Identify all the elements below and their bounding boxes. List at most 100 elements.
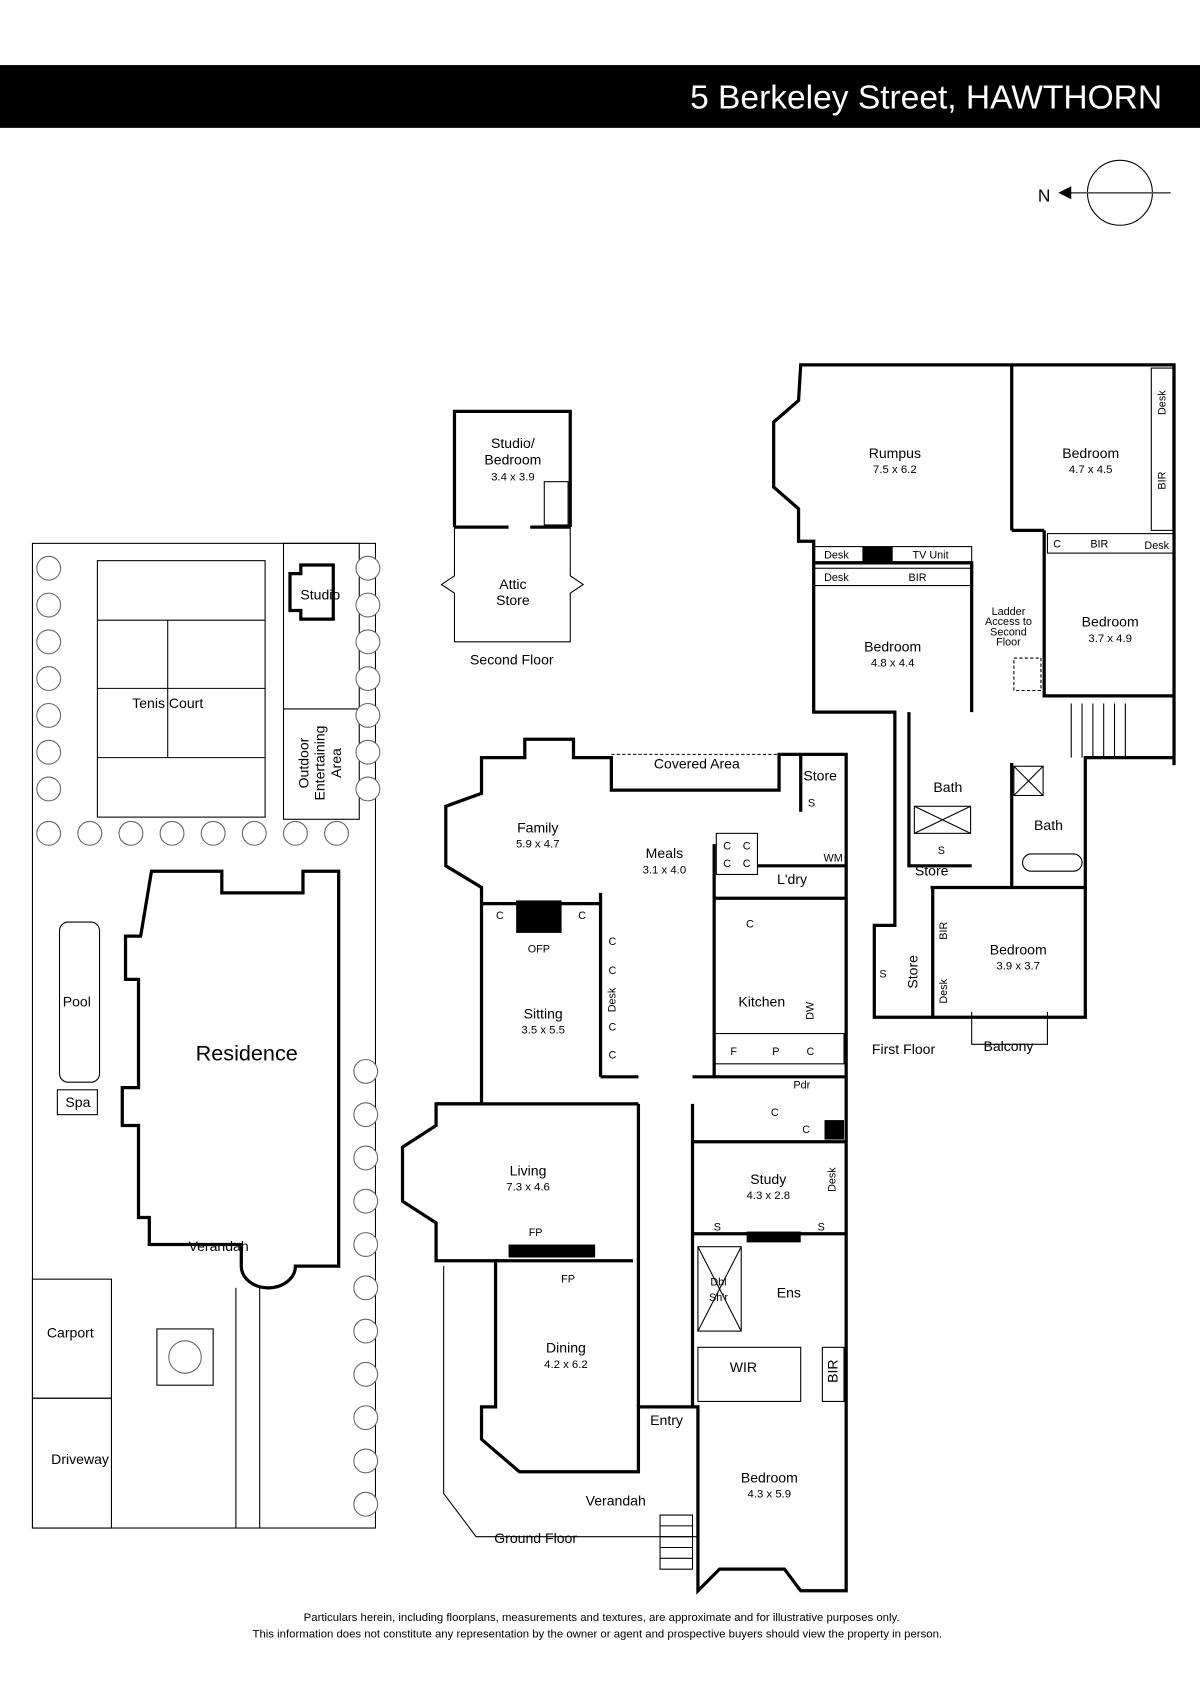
dims-bedroom-2: 4.8 x 4.4 [871, 658, 915, 670]
label-store-2: Store [905, 955, 921, 989]
label-double-shower-1: Dbl [710, 1277, 726, 1289]
tree-icon [324, 820, 349, 846]
label-driveway: Driveway [51, 1451, 109, 1467]
fixture-cupboard: C [609, 1049, 617, 1061]
tree-icon [353, 1361, 379, 1387]
label-store: Store [803, 767, 837, 783]
label-studio-bedroom-2: Bedroom [484, 451, 541, 467]
fixture-desk: Desk [824, 550, 849, 562]
label-bir: BIR [825, 1359, 841, 1382]
dims-meals: 3.1 x 4.0 [643, 864, 687, 876]
tree-icon [36, 666, 62, 692]
label-ensuite: Ens [777, 1285, 801, 1301]
tree-icon [353, 1102, 379, 1128]
tree-icon [355, 739, 381, 765]
label-studio-bedroom-1: Studio/ [491, 435, 535, 451]
tree-icon [355, 776, 381, 802]
label-tennis-court: Tenis Court [132, 695, 203, 711]
dims-rumpus: 7.5 x 6.2 [873, 464, 917, 476]
fixture-desk: Desk [1144, 540, 1169, 552]
label-area: Area [328, 748, 344, 778]
second-floor-plan: Studio/ Bedroom 3.4 x 3.9 Attic Store Se… [440, 409, 585, 668]
label-ladder-3: Second [990, 626, 1027, 638]
label-rumpus: Rumpus [869, 445, 921, 461]
label-kitchen: Kitchen [738, 993, 785, 1009]
tree-icon [36, 629, 62, 655]
label-attic-store: Store [496, 592, 530, 608]
label-attic: Attic [499, 576, 526, 592]
tree-icon [36, 702, 62, 728]
label-bath-2: Bath [1034, 817, 1063, 833]
fixture-open-fireplace: OFP [528, 943, 550, 955]
fixture-tv-unit: TV Unit [913, 550, 949, 562]
fixture-desk: Desk [1156, 390, 1168, 415]
tree-icon [355, 629, 381, 655]
tree-icon [200, 820, 226, 846]
fixture-cupboard: C [746, 918, 754, 930]
trees [36, 555, 381, 1517]
label-ladder-1: Ladder [992, 606, 1026, 618]
tree-icon [36, 592, 62, 618]
compass-north-label: N [1038, 185, 1051, 205]
dims-bedroom: 4.3 x 5.9 [748, 1489, 792, 1501]
tree-icon [159, 820, 185, 846]
tree-icon [353, 1188, 379, 1214]
fixture-cupboard: C [578, 910, 586, 922]
label-balcony: Balcony [983, 1038, 1033, 1054]
fixture-shelf: S [714, 1221, 721, 1233]
label-bedroom-3: Bedroom [1082, 614, 1139, 630]
fixture-desk: Desk [938, 978, 950, 1003]
ground-floor-plan: Covered Area Store S Family 5.9 x 4.7 Me… [400, 737, 848, 1595]
label-powder-room: Pdr [793, 1080, 810, 1092]
disclaimer-line-1: Particulars herein, including floorplans… [304, 1612, 900, 1624]
fixture-washing-machine: WM [824, 852, 843, 864]
residence-outline [120, 869, 341, 1290]
label-carport: Carport [47, 1325, 94, 1341]
label-residence: Residence [196, 1041, 298, 1066]
dims-sitting: 3.5 x 5.5 [521, 1025, 565, 1037]
label-ground-floor: Ground Floor [494, 1530, 577, 1546]
fixture-fireplace: FP [561, 1273, 575, 1285]
label-family: Family [517, 819, 558, 835]
tree-icon [353, 1318, 379, 1344]
north-compass-icon: N [1038, 159, 1171, 226]
tree-icon [118, 820, 144, 846]
fixture-shelf: S [879, 968, 886, 980]
label-spa: Spa [65, 1094, 90, 1110]
site-plan: Studio Tenis Court Outdoor Entertaining … [31, 542, 381, 1529]
fixture-cupboard: C [609, 1021, 617, 1033]
fixture-fireplace: FP [529, 1227, 543, 1239]
fixture-cupboard: C [609, 936, 617, 948]
tree-icon [353, 1232, 379, 1257]
tree-icon [36, 776, 62, 802]
tree-icon [355, 702, 381, 728]
tree-icon [353, 1058, 379, 1084]
disclaimer-line-2: This information does not constitute any… [253, 1628, 943, 1640]
tree-icon [36, 820, 62, 846]
fixture-cupboard: C [802, 1124, 810, 1136]
label-meals: Meals [646, 845, 683, 861]
tree-icon [77, 820, 103, 846]
fixture-shelf: S [938, 845, 945, 857]
label-laundry: L'dry [777, 871, 807, 887]
label-sitting: Sitting [524, 1005, 563, 1021]
fixture-pantry: P [772, 1046, 779, 1058]
header-bar [0, 65, 1200, 128]
label-store: Store [915, 863, 949, 879]
dims-study: 4.3 x 2.8 [746, 1190, 790, 1202]
fixture-desk: Desk [824, 572, 849, 584]
tree-icon [355, 555, 381, 581]
label-verandah: Verandah [188, 1238, 248, 1254]
tree-icon [355, 666, 381, 692]
fixture-cupboard: C [723, 858, 731, 870]
label-verandah: Verandah [586, 1492, 646, 1508]
tree-icon [353, 1145, 379, 1171]
fixture-bir: BIR [1090, 539, 1108, 551]
label-entry: Entry [650, 1412, 683, 1428]
label-study: Study [750, 1171, 786, 1187]
fixture-bir: BIR [1156, 471, 1168, 489]
label-pool: Pool [63, 993, 91, 1009]
fixture-cupboard: C [743, 858, 751, 870]
label-covered-area: Covered Area [654, 755, 740, 771]
